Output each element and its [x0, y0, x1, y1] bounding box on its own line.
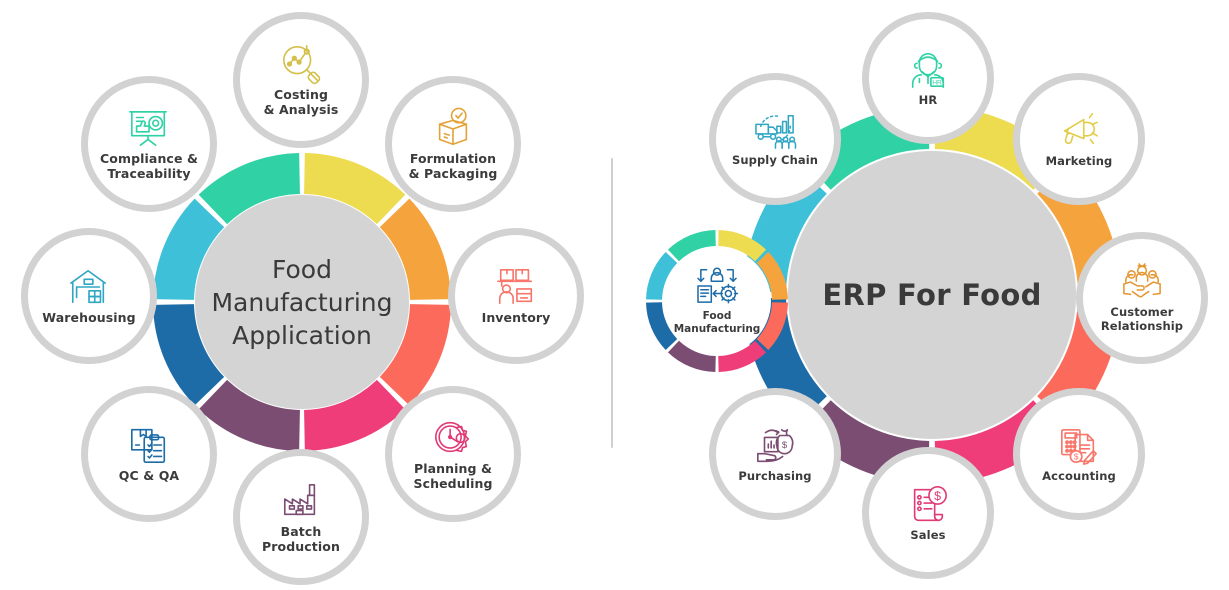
bubble-customer-relationship[interactable]: Customer Relationship	[1076, 232, 1208, 364]
left-hub: Food Manufacturing Application	[195, 195, 409, 409]
open-box-check-icon	[430, 107, 476, 149]
donut-segment[interactable]	[153, 198, 225, 300]
bubble-label: Marketing	[1045, 153, 1113, 168]
vertical-divider	[611, 158, 613, 448]
warehouse-building-icon	[66, 266, 112, 308]
svg-text:HR: HR	[932, 79, 942, 86]
donut-segment[interactable]	[198, 153, 300, 225]
bubble-compliance-traceability[interactable]: Compliance & Traceability	[81, 76, 217, 212]
bubble-label: Purchasing	[738, 468, 812, 483]
calculator-invoice-pen-icon: $	[1057, 425, 1101, 467]
bubble-planning-scheduling[interactable]: Planning & Scheduling	[385, 386, 521, 522]
donut-segment[interactable]	[646, 251, 678, 300]
svg-text:$: $	[782, 440, 788, 451]
bubble-label: QC & QA	[118, 468, 180, 484]
hand-money-bag-icon: $	[753, 425, 797, 467]
donut-segment[interactable]	[756, 302, 788, 351]
bubble-accounting[interactable]: $ Accounting	[1013, 388, 1145, 520]
donut-segment[interactable]	[198, 379, 300, 451]
donut-segment[interactable]	[153, 304, 225, 406]
bubble-label: Formulation & Packaging	[408, 150, 498, 181]
bubble-label: Accounting	[1042, 468, 1116, 483]
bubble-label: Warehousing	[42, 310, 136, 326]
factory-icon	[278, 480, 324, 522]
bubble-formulation-packaging[interactable]: Formulation & Packaging	[385, 76, 521, 212]
right-hub-title: ERP For Food	[822, 277, 1042, 312]
handshake-people-gear-icon	[1120, 263, 1164, 303]
bubble-label: Costing & Analysis	[263, 86, 339, 117]
bubble-label: HR	[918, 92, 938, 107]
bubble-sales[interactable]: $ Sales	[862, 447, 994, 579]
donut-segment[interactable]	[756, 251, 788, 300]
svg-text:$: $	[1074, 451, 1079, 461]
donut-segment[interactable]	[304, 379, 406, 451]
bubble-label: Customer Relationship	[1100, 304, 1184, 333]
donut-segment[interactable]	[718, 230, 767, 262]
bubble-label: Sales	[910, 527, 946, 542]
bubble-marketing[interactable]: Marketing	[1013, 73, 1145, 205]
bubble-label: Inventory	[481, 310, 551, 326]
bubble-food-manufacturing[interactable]: Food Manufacturing	[645, 229, 789, 373]
bubble-supply-chain[interactable]: Supply Chain	[709, 73, 841, 205]
box-checklist-icon	[126, 424, 172, 466]
bubble-label: Compliance & Traceability	[100, 150, 198, 181]
donut-segment[interactable]	[304, 153, 406, 225]
donut-segment[interactable]	[646, 302, 678, 351]
donut-segment[interactable]	[718, 340, 767, 372]
donut-segment[interactable]	[379, 198, 451, 300]
truck-factory-people-icon	[752, 111, 798, 151]
left-hub-title: Food Manufacturing Application	[211, 254, 393, 350]
donut-segment[interactable]	[667, 230, 716, 262]
bubble-label: Supply Chain	[731, 152, 819, 167]
donut-segment[interactable]	[667, 340, 716, 372]
bubble-batch-production[interactable]: Batch Production	[233, 449, 369, 585]
bubble-qc-qa[interactable]: QC & QA	[81, 386, 217, 522]
donut-segment[interactable]	[379, 304, 451, 406]
worker-document-gear-icon	[693, 266, 741, 308]
bubble-purchasing[interactable]: $ Purchasing	[709, 388, 841, 520]
right-hub: ERP For Food	[788, 151, 1076, 439]
bubble-hr[interactable]: HR HR	[862, 12, 994, 144]
svg-text:$: $	[934, 489, 941, 503]
left-donut-ring	[153, 153, 451, 451]
hr-person-badge-icon: HR	[906, 49, 950, 91]
bubble-label: Batch Production	[262, 523, 340, 554]
clock-gear-icon	[430, 417, 476, 459]
bubble-costing-analysis[interactable]: Costing & Analysis	[233, 12, 369, 148]
bubble-warehousing[interactable]: Warehousing	[21, 228, 157, 364]
receipt-dollar-icon: $	[906, 484, 950, 526]
bubble-label: Planning & Scheduling	[413, 460, 493, 491]
bubble-label: Food Manufacturing	[673, 310, 761, 335]
megaphone-icon	[1057, 110, 1101, 152]
mini-donut-ring	[646, 230, 788, 372]
presentation-gear-hand-icon	[126, 107, 172, 149]
bubble-inventory[interactable]: Inventory	[448, 228, 584, 364]
warehouse-shelf-worker-icon	[493, 266, 539, 308]
magnifier-chart-icon	[278, 43, 324, 85]
